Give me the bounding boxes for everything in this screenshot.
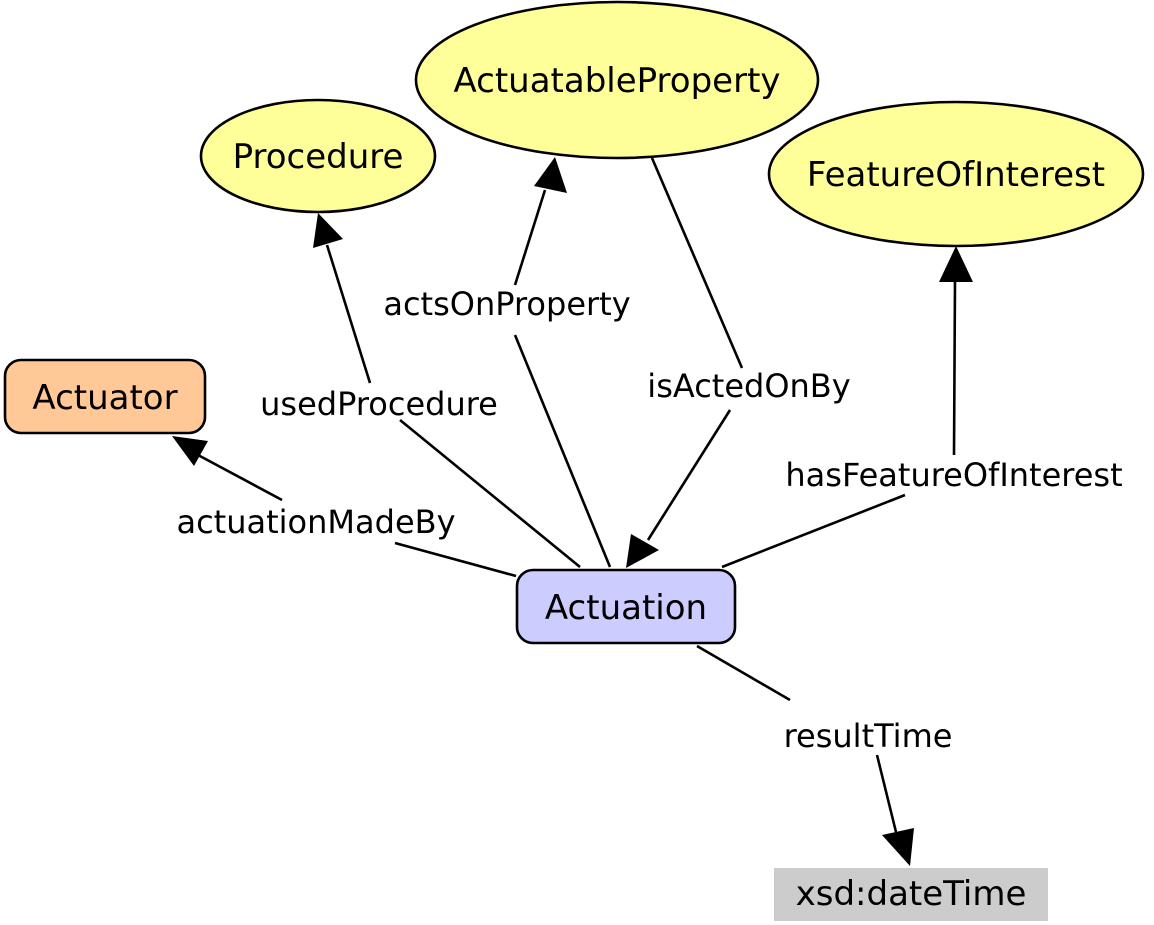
node-label: FeatureOfInterest	[807, 155, 1105, 195]
node-label: Procedure	[233, 137, 404, 177]
node-label: Actuator	[32, 378, 177, 418]
edge-actuation-made-by	[172, 436, 517, 578]
edge-line	[721, 493, 906, 569]
edge-used-procedure	[313, 213, 581, 569]
edge-label-is-acted-on-by: isActedOnBy	[647, 367, 850, 405]
edge-is-acted-on-by	[626, 157, 744, 568]
edge-line	[875, 754, 898, 833]
edge-line	[952, 279, 957, 456]
edge-line	[399, 418, 581, 569]
edge-result-time	[696, 644, 914, 866]
edge-label-acts-on-property: actsOnProperty	[383, 285, 630, 323]
edge-line	[197, 453, 283, 502]
arrowhead	[313, 213, 343, 248]
edge-line	[513, 189, 547, 286]
arrowhead	[172, 436, 208, 466]
node-shape	[515, 568, 737, 645]
node-procedure: Procedure	[199, 98, 437, 214]
edge-line	[646, 409, 732, 541]
edge-label-actuation-made-by: actuationMadeBy	[176, 503, 455, 541]
node-shape	[3, 358, 207, 435]
edge-line	[696, 644, 791, 702]
node-label: ActuatableProperty	[453, 61, 780, 101]
arrowhead	[939, 246, 973, 282]
node-shape	[199, 98, 437, 214]
arrowhead	[534, 157, 567, 193]
node-actuation: Actuation	[515, 568, 737, 645]
node-actuatable-property: ActuatableProperty	[414, 0, 820, 160]
edge-acts-on-property	[513, 157, 612, 568]
node-xsd-datetime: xsd:dateTime	[774, 868, 1048, 921]
edge-line	[325, 244, 372, 384]
edge-label-has-feature-of-interest: hasFeatureOfInterest	[785, 456, 1122, 494]
node-shape	[774, 868, 1048, 921]
node-shape	[767, 100, 1145, 248]
edge-label-result-time: resultTime	[784, 717, 953, 755]
edge-has-feature-of-interest	[721, 246, 973, 569]
node-label: Actuation	[545, 588, 707, 628]
node-label: xsd:dateTime	[796, 874, 1027, 914]
edge-label-used-procedure: usedProcedure	[260, 385, 498, 423]
arrowhead	[626, 534, 659, 568]
node-feature-of-interest: FeatureOfInterest	[767, 100, 1145, 248]
node-actuator: Actuator	[3, 358, 207, 435]
node-shape	[414, 0, 820, 160]
edge-line	[394, 541, 517, 578]
arrowhead	[882, 828, 914, 866]
edge-line	[513, 334, 612, 568]
edge-line	[650, 157, 744, 369]
